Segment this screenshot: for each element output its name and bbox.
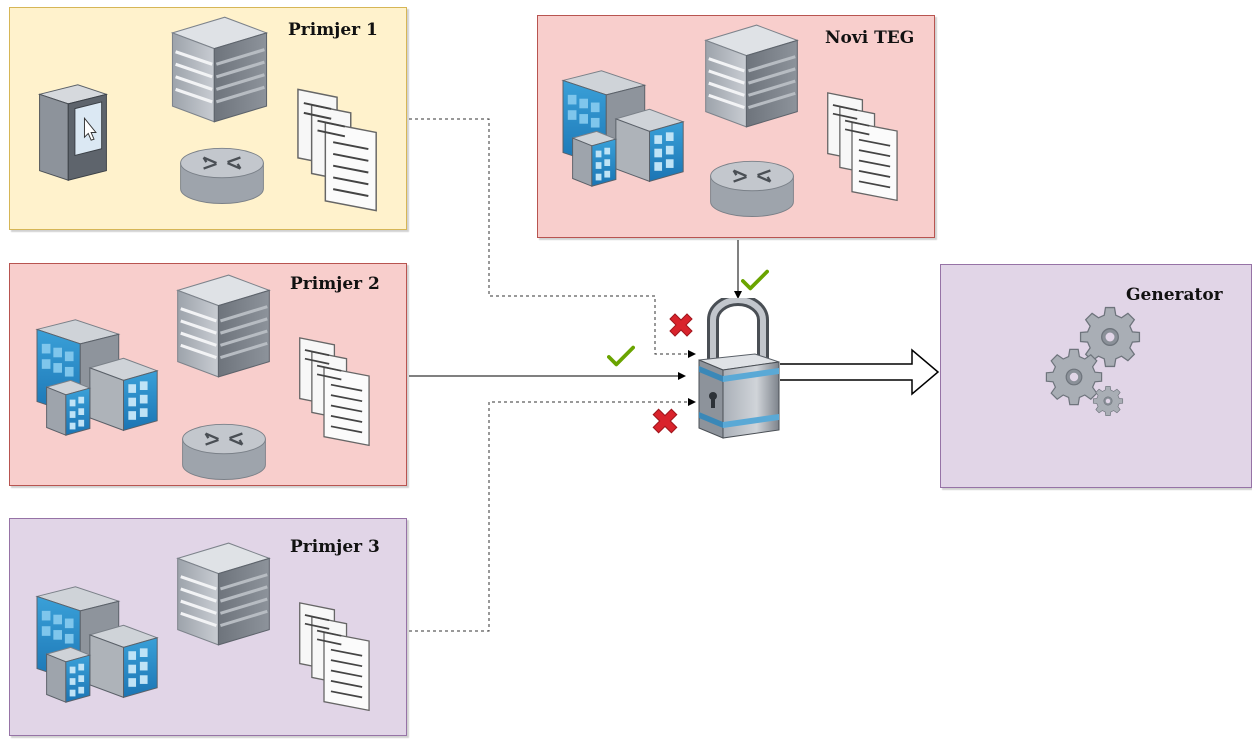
server-icon [694, 20, 809, 132]
documents-icon [826, 90, 904, 205]
cross-icon [649, 405, 681, 437]
connector-primjer-3 [409, 398, 696, 632]
documents-icon [298, 600, 376, 715]
panel-title: Novi TEG [825, 28, 915, 48]
padlock-icon [698, 298, 780, 439]
office-buildings-icon [32, 315, 167, 440]
office-buildings-icon [32, 582, 167, 707]
router-icon [178, 418, 270, 484]
panel-title: Primjer 3 [290, 537, 380, 557]
documents-icon [298, 335, 376, 450]
checkmark-icon [741, 268, 769, 292]
panel-title: Primjer 2 [290, 274, 380, 294]
server-icon [166, 270, 281, 382]
router-icon [706, 155, 798, 221]
server-icon [166, 538, 281, 650]
documents-icon [296, 77, 384, 225]
office-buildings-icon [558, 66, 693, 191]
server-icon [162, 12, 277, 127]
panel-title: Primjer 1 [288, 20, 378, 40]
panel-title: Generator [1126, 285, 1223, 305]
router-icon [176, 142, 268, 208]
gears-icon [1045, 306, 1141, 417]
arrow-to-generator [780, 348, 940, 396]
cross-icon [666, 310, 696, 340]
connector-primjer-1 [409, 118, 696, 358]
workstation-icon [33, 80, 113, 185]
checkmark-icon [607, 344, 635, 368]
